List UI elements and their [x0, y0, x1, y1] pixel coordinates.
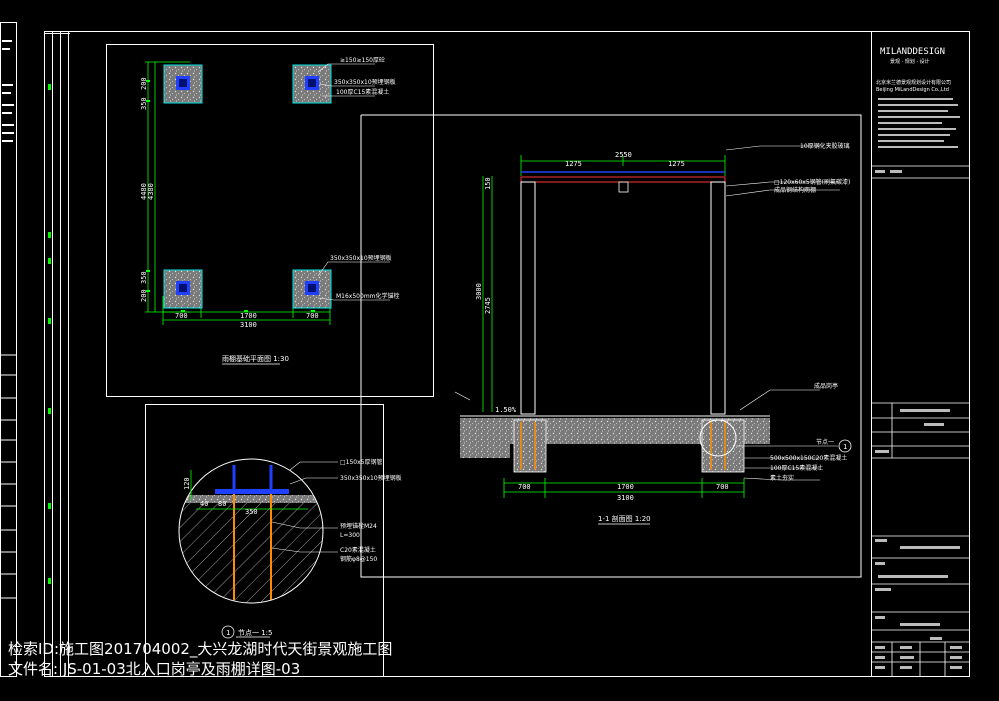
section-bottom-dim-2: 1700 — [617, 483, 634, 491]
section-view: 1 节点一 1275 1275 2550 700 1700 700 3100 3… — [360, 114, 862, 578]
brand-subtitle: 景观 · 规划 · 设计 — [890, 58, 930, 65]
plan-left-dim-2: 350 — [140, 97, 148, 110]
footing-pads — [163, 64, 332, 309]
section-height-1: 3000 — [475, 283, 483, 300]
section-callout-circle — [838, 439, 852, 453]
plan-top-total: 3100 — [240, 321, 257, 329]
plan-label-1: ≥150≥150厚砼 — [340, 56, 385, 64]
company-name: 北京米兰德景观规划设计有限公司 — [876, 79, 951, 86]
section-bottom-total: 3100 — [617, 494, 634, 502]
detail-dim-4: 120 — [183, 477, 191, 490]
section-label-1: 10厚钢化夹胶玻璃 — [800, 142, 850, 150]
plan-view-title: 雨棚基础平面图 1:30 — [222, 354, 289, 363]
section-label-6: 100厚C15素混凝土 — [770, 464, 823, 472]
detail-dim-3: 350 — [245, 508, 258, 516]
brand-name: MILANDDESIGN — [880, 47, 945, 57]
section-label-5: 500x500x150C20素混凝土 — [770, 454, 847, 462]
search-id-caption: 检索ID:施工图201704002_大兴龙湖时代天街景观施工图 — [8, 640, 393, 658]
section-top-total: 2550 — [615, 151, 632, 159]
section-slope: 1.50% — [495, 406, 517, 414]
plan-left-dim-3: 4380 — [147, 183, 155, 200]
detail-label-5: C20素混凝土 — [340, 546, 376, 554]
left-column-markers — [48, 84, 51, 584]
detail-label-6: 钢筋φ8@150 — [340, 555, 377, 563]
plan-top-dim-3: 700 — [306, 312, 319, 320]
footing-pad — [163, 269, 203, 309]
plan-top-dim-1: 700 — [175, 312, 188, 320]
plan-label-3: 100厚C15素混凝土 — [336, 88, 389, 96]
footing-pad — [292, 269, 332, 309]
section-top-dim-2: 1275 — [668, 160, 685, 168]
section-callout-label: 节点一 — [816, 438, 834, 446]
detail-callout-circle — [221, 625, 235, 639]
detail-label-3: 预埋锚栓M24 — [340, 522, 377, 530]
plan-label-2: 350x350x10预埋钢板 — [334, 78, 396, 86]
footing-pad — [163, 64, 203, 104]
plan-view: 700 1700 700 3100 200 350 4380 350 200 4… — [106, 44, 434, 397]
plan-top-dim-2: 1700 — [240, 312, 257, 320]
section-top-dim-1: 1275 — [565, 160, 582, 168]
section-height-2: 2745 — [484, 297, 492, 314]
plan-left-dim-1: 200 — [140, 77, 148, 90]
title-block: MILANDDESIGN 景观 · 规划 · 设计 北京米兰德景观规划设计有限公… — [871, 31, 969, 677]
sheet-frame — [0, 22, 970, 677]
section-height-3: 150 — [484, 177, 492, 190]
plan-left-total: 4480 — [140, 183, 148, 200]
section-label-7: 素土夯实 — [770, 474, 794, 482]
detail-callout-number: 1 — [226, 629, 230, 637]
detail-dim-2: 80 — [218, 500, 226, 508]
detail-dim-1: 40 — [200, 500, 208, 508]
section-label-4: 成品岗亭 — [814, 382, 838, 390]
plan-left-dim-5: 200 — [140, 289, 148, 302]
detail-label-4: L=300 — [340, 532, 360, 539]
section-label-2: □120x60x5钢管(刷氟碳漆) — [774, 178, 850, 186]
plan-label-5: M16x500mm化学锚栓 — [336, 292, 400, 300]
frame-ticks — [0, 354, 16, 599]
footing-pad — [292, 64, 332, 104]
section-bottom-dim-1: 700 — [518, 483, 531, 491]
left-strip-text — [2, 40, 14, 142]
company-english: Beijing MiLandDesign Co.,Ltd — [876, 87, 949, 93]
detail-view-title: 节点一 1:5 — [238, 629, 273, 637]
section-label-3: 成品钢结构雨棚 — [774, 186, 816, 194]
section-callout-number: 1 — [843, 443, 847, 451]
detail-view: 40 80 350 120 □150x5厚钢管 350x350x10预埋钢板 预… — [145, 404, 402, 677]
plan-left-dim-4: 350 — [140, 271, 148, 284]
section-bottom-dim-3: 700 — [716, 483, 729, 491]
section-view-title: 1-1 剖面图 1:20 — [598, 514, 651, 523]
file-name-caption: 文件名: JS-01-03北入口岗亭及雨棚详图-03 — [8, 660, 301, 678]
detail-label-2: 350x350x10预埋钢板 — [340, 474, 402, 482]
